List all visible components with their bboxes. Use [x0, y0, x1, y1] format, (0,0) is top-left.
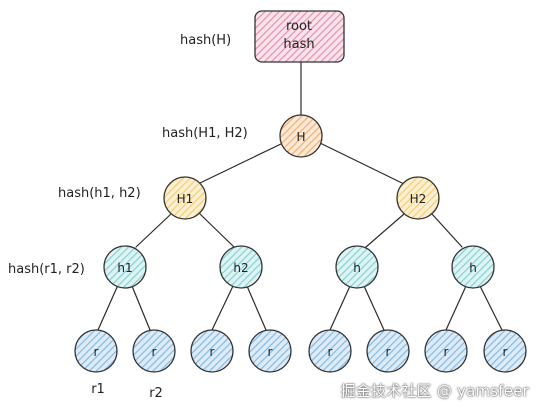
edge-H1-h2 [199, 213, 235, 248]
root-hash-line1: root [286, 19, 312, 34]
node-H2: H2 [396, 176, 440, 220]
node-h1-label: h1 [117, 261, 132, 275]
edge-top-H1 [199, 142, 284, 184]
leaf-nodes: r r r r r r r r [74, 329, 527, 373]
edge-hl-leaf5 [329, 285, 351, 331]
root-hash-node: root hash [254, 10, 345, 63]
svg-text:r: r [210, 345, 215, 359]
leaf-node: r [248, 329, 292, 373]
node-h2: h2 [219, 245, 263, 289]
svg-text:r: r [328, 345, 333, 359]
label-hash-H: hash(H) [180, 33, 231, 48]
node-H-label: H [296, 130, 305, 144]
node-H1-label: H1 [177, 192, 194, 206]
node-h-right-label: h [469, 261, 477, 275]
label-hash-h1-h2: hash(h1, h2) [58, 186, 141, 201]
leaf-node: r [308, 329, 352, 373]
leaf-node: r [366, 329, 410, 373]
edge-H2-h-right [431, 213, 463, 248]
edge-H2-h-left [365, 213, 405, 248]
node-H: H [279, 114, 323, 158]
leaf-node: r [74, 329, 118, 373]
svg-text:r: r [386, 345, 391, 359]
label-r1: r1 [91, 382, 105, 397]
edge-hr-leaf7 [445, 285, 467, 331]
node-h-left-label: h [353, 261, 361, 275]
leaf-node: r [132, 329, 176, 373]
leaf-node: r [483, 329, 527, 373]
edge-hr-leaf8 [479, 285, 503, 331]
edge-h1-leaf1 [97, 284, 119, 331]
edge-H1-h1 [135, 213, 172, 248]
svg-text:r: r [94, 345, 99, 359]
watermark: 掘金技术社区 @ yamsfeer [340, 382, 529, 400]
node-h2-label: h2 [233, 261, 248, 275]
leaf-node: r [190, 329, 234, 373]
svg-text:r: r [152, 345, 157, 359]
svg-text:r: r [444, 345, 449, 359]
node-H2-label: H2 [410, 192, 427, 206]
edge-h2-leaf3 [211, 285, 234, 331]
svg-text:r: r [268, 345, 273, 359]
root-hash-line2: hash [283, 37, 314, 52]
edge-h2-leaf4 [246, 285, 267, 331]
edge-hl-leaf6 [363, 285, 385, 331]
leaf-node: r [424, 329, 468, 373]
edges [97, 62, 503, 331]
svg-text:r: r [503, 345, 508, 359]
label-r2: r2 [149, 386, 163, 401]
node-h-left: h [335, 245, 379, 289]
edge-top-H2 [319, 142, 403, 184]
label-hash-H1-H2: hash(H1, H2) [162, 126, 248, 141]
label-hash-r1-r2: hash(r1, r2) [8, 262, 85, 277]
node-h1: h1 [103, 245, 147, 289]
edge-h1-leaf2 [131, 285, 151, 331]
node-h-right: h [451, 245, 495, 289]
node-H1: H1 [163, 176, 207, 220]
